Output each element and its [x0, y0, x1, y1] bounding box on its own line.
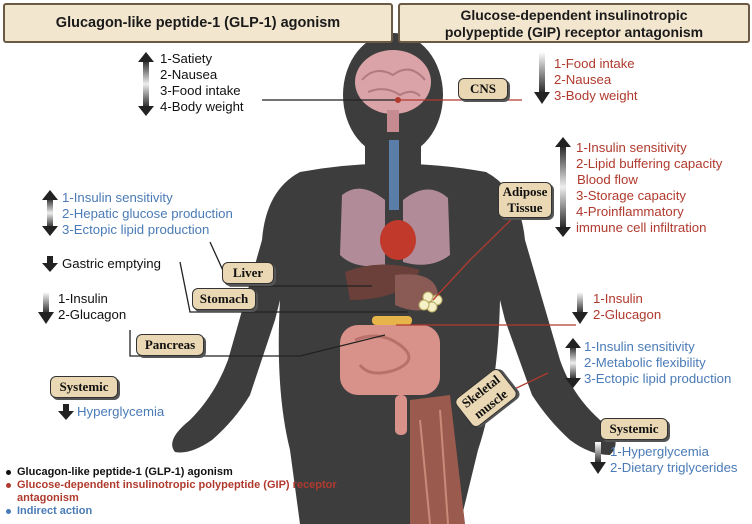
stomach-tag: Stomach — [192, 288, 256, 310]
effect-item: immune cell infiltration — [576, 220, 707, 235]
effect-item: 2-Nausea — [554, 72, 612, 87]
down-arrow-icon — [42, 256, 58, 272]
adipose-tag-line1: Adipose — [502, 184, 548, 199]
gip-header: Glucose-dependent insulinotropic polypep… — [398, 3, 750, 43]
pancreas-icon — [372, 316, 412, 325]
down-arrow-icon — [534, 52, 550, 104]
liver-indirect-effects: 1-Insulin sensitivity 2-Hepatic glucose … — [62, 190, 233, 238]
effect-item: 1-Insulin sensitivity — [62, 190, 173, 205]
liver-icon — [345, 264, 420, 300]
systemic-right-tag: Systemic — [600, 418, 668, 440]
effect-item: 2-Hepatic glucose production — [62, 206, 233, 221]
cns-gip-effects: 1-Food intake 2-Nausea 3-Body weight — [554, 56, 638, 104]
effect-item: 1-Insulin sensitivity — [584, 339, 695, 354]
effect-item: Blood flow — [577, 172, 638, 187]
legend-label: Indirect action — [17, 505, 93, 517]
effect-item: 2-Lipid buffering capacity — [576, 156, 723, 171]
up-down-arrow-icon — [42, 190, 58, 236]
legend: Glucagon-like peptide-1 (GLP-1) agonism … — [6, 466, 347, 518]
effect-item: 2-Glucagon — [593, 307, 662, 322]
stomach-glp1-effect: Gastric emptying — [62, 256, 161, 271]
down-arrow-icon — [58, 404, 74, 420]
legend-label: Glucose-dependent insulinotropic polypep… — [17, 479, 337, 504]
systemic-right-effects: 1-Hyperglycemia 2-Dietary triglycerides — [610, 444, 738, 476]
effect-item: 2-Dietary triglycerides — [610, 460, 738, 475]
intestines-icon — [340, 325, 440, 435]
brain-icon — [355, 50, 431, 114]
pancreas-glp1-effects: 1-Insulin 2-Glucagon — [58, 291, 126, 323]
legend-label: Glucagon-like peptide-1 (GLP-1) agonism — [17, 466, 233, 478]
legend-dot-icon — [6, 483, 11, 488]
legend-dot-icon — [6, 509, 11, 514]
systemic-left-tag: Systemic — [50, 376, 118, 398]
cns-glp1-effects: 1-Satiety 2-Nausea 3-Food intake 4-Body … — [160, 51, 244, 115]
effect-item: 3-Storage capacity — [576, 188, 686, 203]
effect-item: 3-Ectopic lipid production — [584, 371, 732, 386]
effect-item: 2-Metabolic flexibility — [584, 355, 706, 370]
effect-item: 2-Glucagon — [58, 307, 127, 322]
gip-header-line2: polypeptide (GIP) receptor antagonism — [444, 24, 704, 40]
effect-item: 1-Insulin sensitivity — [576, 140, 687, 155]
up-down-arrow-icon — [555, 137, 571, 237]
pancreas-gip-effects: 1-Insulin 2-Glucagon — [593, 291, 661, 323]
effect-item: 1-Food intake — [554, 56, 635, 71]
legend-item-glp1: Glucagon-like peptide-1 (GLP-1) agonism — [6, 466, 347, 479]
up-down-arrow-icon — [565, 338, 581, 388]
thigh-muscle-icon — [410, 395, 465, 524]
systemic-left-effect: Hyperglycemia — [77, 404, 165, 419]
effect-item: 3-Ectopic lipid production — [62, 222, 210, 237]
effect-item: 3-Body weight — [554, 88, 638, 103]
trachea-icon — [389, 140, 399, 210]
pancreas-tag: Pancreas — [136, 334, 204, 356]
heart-icon — [380, 220, 416, 260]
gip-header-line1: Glucose-dependent insulinotropic — [460, 7, 688, 23]
effect-item: 1-Satiety — [160, 51, 213, 66]
effect-item: 3-Food intake — [160, 83, 241, 98]
effect-item: 1-Hyperglycemia — [610, 444, 709, 459]
down-arrow-icon — [572, 292, 588, 324]
cns-tag: CNS — [458, 78, 508, 100]
down-arrow-icon — [590, 442, 606, 474]
down-arrow-icon — [38, 292, 54, 324]
adipose-gip-effects: 1-Insulin sensitivity 2-Lipid buffering … — [576, 140, 722, 236]
effect-item: 1-Insulin — [58, 291, 108, 306]
liver-tag: Liver — [222, 262, 274, 284]
legend-item-indirect: Indirect action — [6, 505, 347, 518]
muscle-indirect-effects: 1-Insulin sensitivity 2-Metabolic flexib… — [584, 339, 731, 387]
up-down-arrow-icon — [138, 52, 154, 116]
legend-dot-icon — [6, 470, 11, 475]
effect-item: 2-Nausea — [160, 67, 218, 82]
effect-item: 4-Body weight — [160, 99, 244, 114]
legend-item-gip: Glucose-dependent insulinotropic polypep… — [6, 479, 347, 505]
effect-item: 4-Proinflammatory — [576, 204, 684, 219]
left-lung-icon — [340, 188, 385, 267]
effect-item: 1-Insulin — [593, 291, 643, 306]
glp1-header: Glucagon-like peptide-1 (GLP-1) agonism — [3, 3, 393, 43]
adipose-tag-line2: Tissue — [507, 200, 543, 215]
adipose-tissue-tag: Adipose Tissue — [498, 182, 552, 218]
